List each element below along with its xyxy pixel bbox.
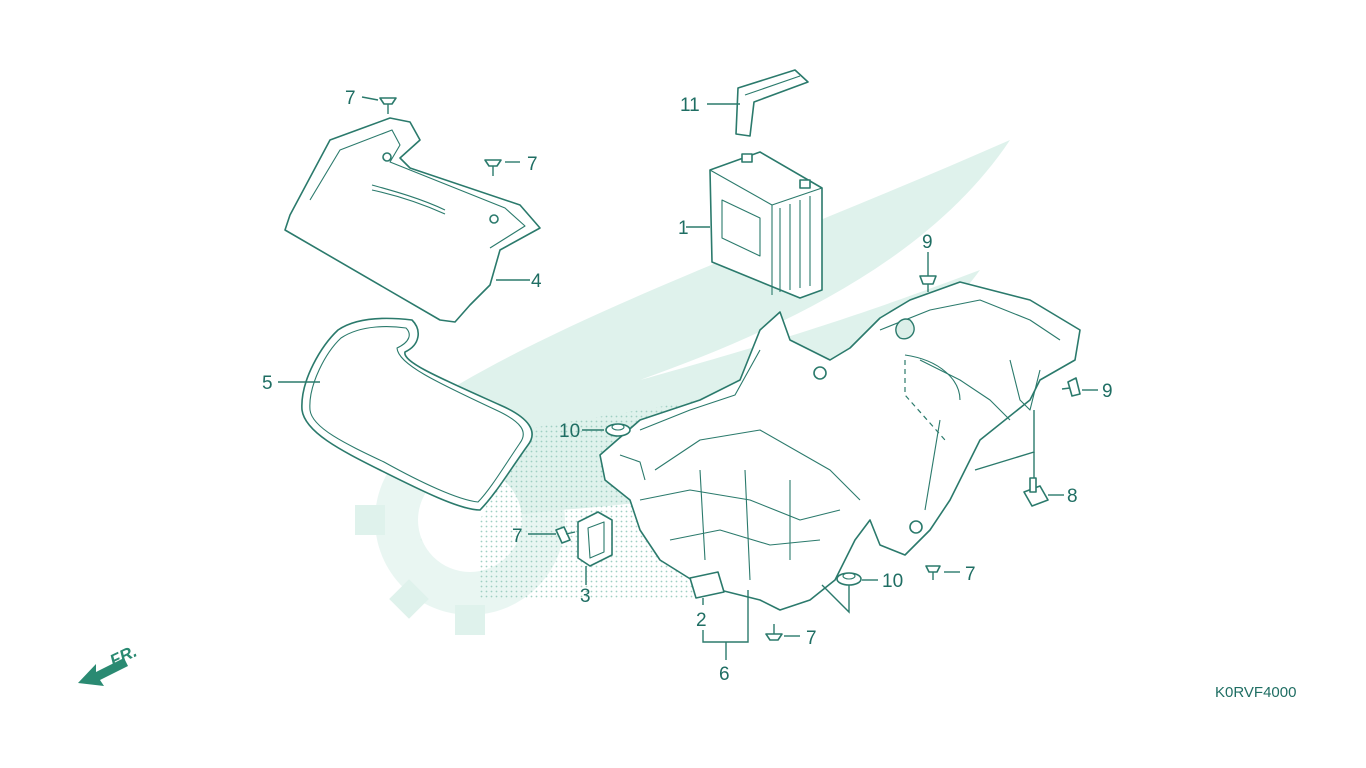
fastener-7b-icon: [484, 159, 502, 176]
callout-9a: 9: [922, 232, 933, 253]
callout-1: 1: [678, 218, 689, 239]
fastener-7c-icon: [555, 526, 576, 544]
battery-strap-part: [735, 69, 809, 137]
callout-3: 3: [580, 586, 591, 607]
fastener-7d-icon: [925, 565, 941, 580]
callout-9b: 9: [1102, 381, 1113, 402]
callout-10a: 10: [559, 421, 580, 442]
fastener-7a-icon: [379, 97, 397, 114]
callout-11: 11: [680, 95, 700, 116]
battery-box-part: [599, 281, 1081, 611]
front-direction-arrow-icon: FR.: [78, 642, 140, 686]
nut-part: [1023, 477, 1049, 507]
callout-5: 5: [262, 373, 273, 394]
label-plate-part: [689, 571, 725, 599]
callout-10b: 10: [882, 571, 903, 592]
callout-4: 4: [531, 271, 542, 292]
seal-loop-part: [301, 317, 533, 511]
clip-part: [577, 511, 613, 567]
leader-lines: [278, 96, 1098, 660]
bolt-9b-icon: [1061, 377, 1081, 397]
battery-part: [709, 151, 823, 299]
callout-7d: 7: [965, 564, 976, 585]
callout-7e: 7: [806, 628, 817, 649]
fastener-7e-icon: [765, 624, 783, 641]
callout-8: 8: [1067, 486, 1078, 507]
callout-2: 2: [696, 610, 707, 631]
dashed-guide: [904, 360, 946, 441]
callout-7c: 7: [512, 526, 523, 547]
callout-7b: 7: [527, 154, 538, 175]
cable-line: [904, 354, 961, 401]
callout-6: 6: [719, 664, 730, 685]
seat-cover-part: [284, 117, 541, 323]
drawing-code: K0RVF4000: [1215, 684, 1296, 701]
bolt-9a-icon: [919, 275, 937, 292]
callout-7a: 7: [345, 88, 356, 109]
